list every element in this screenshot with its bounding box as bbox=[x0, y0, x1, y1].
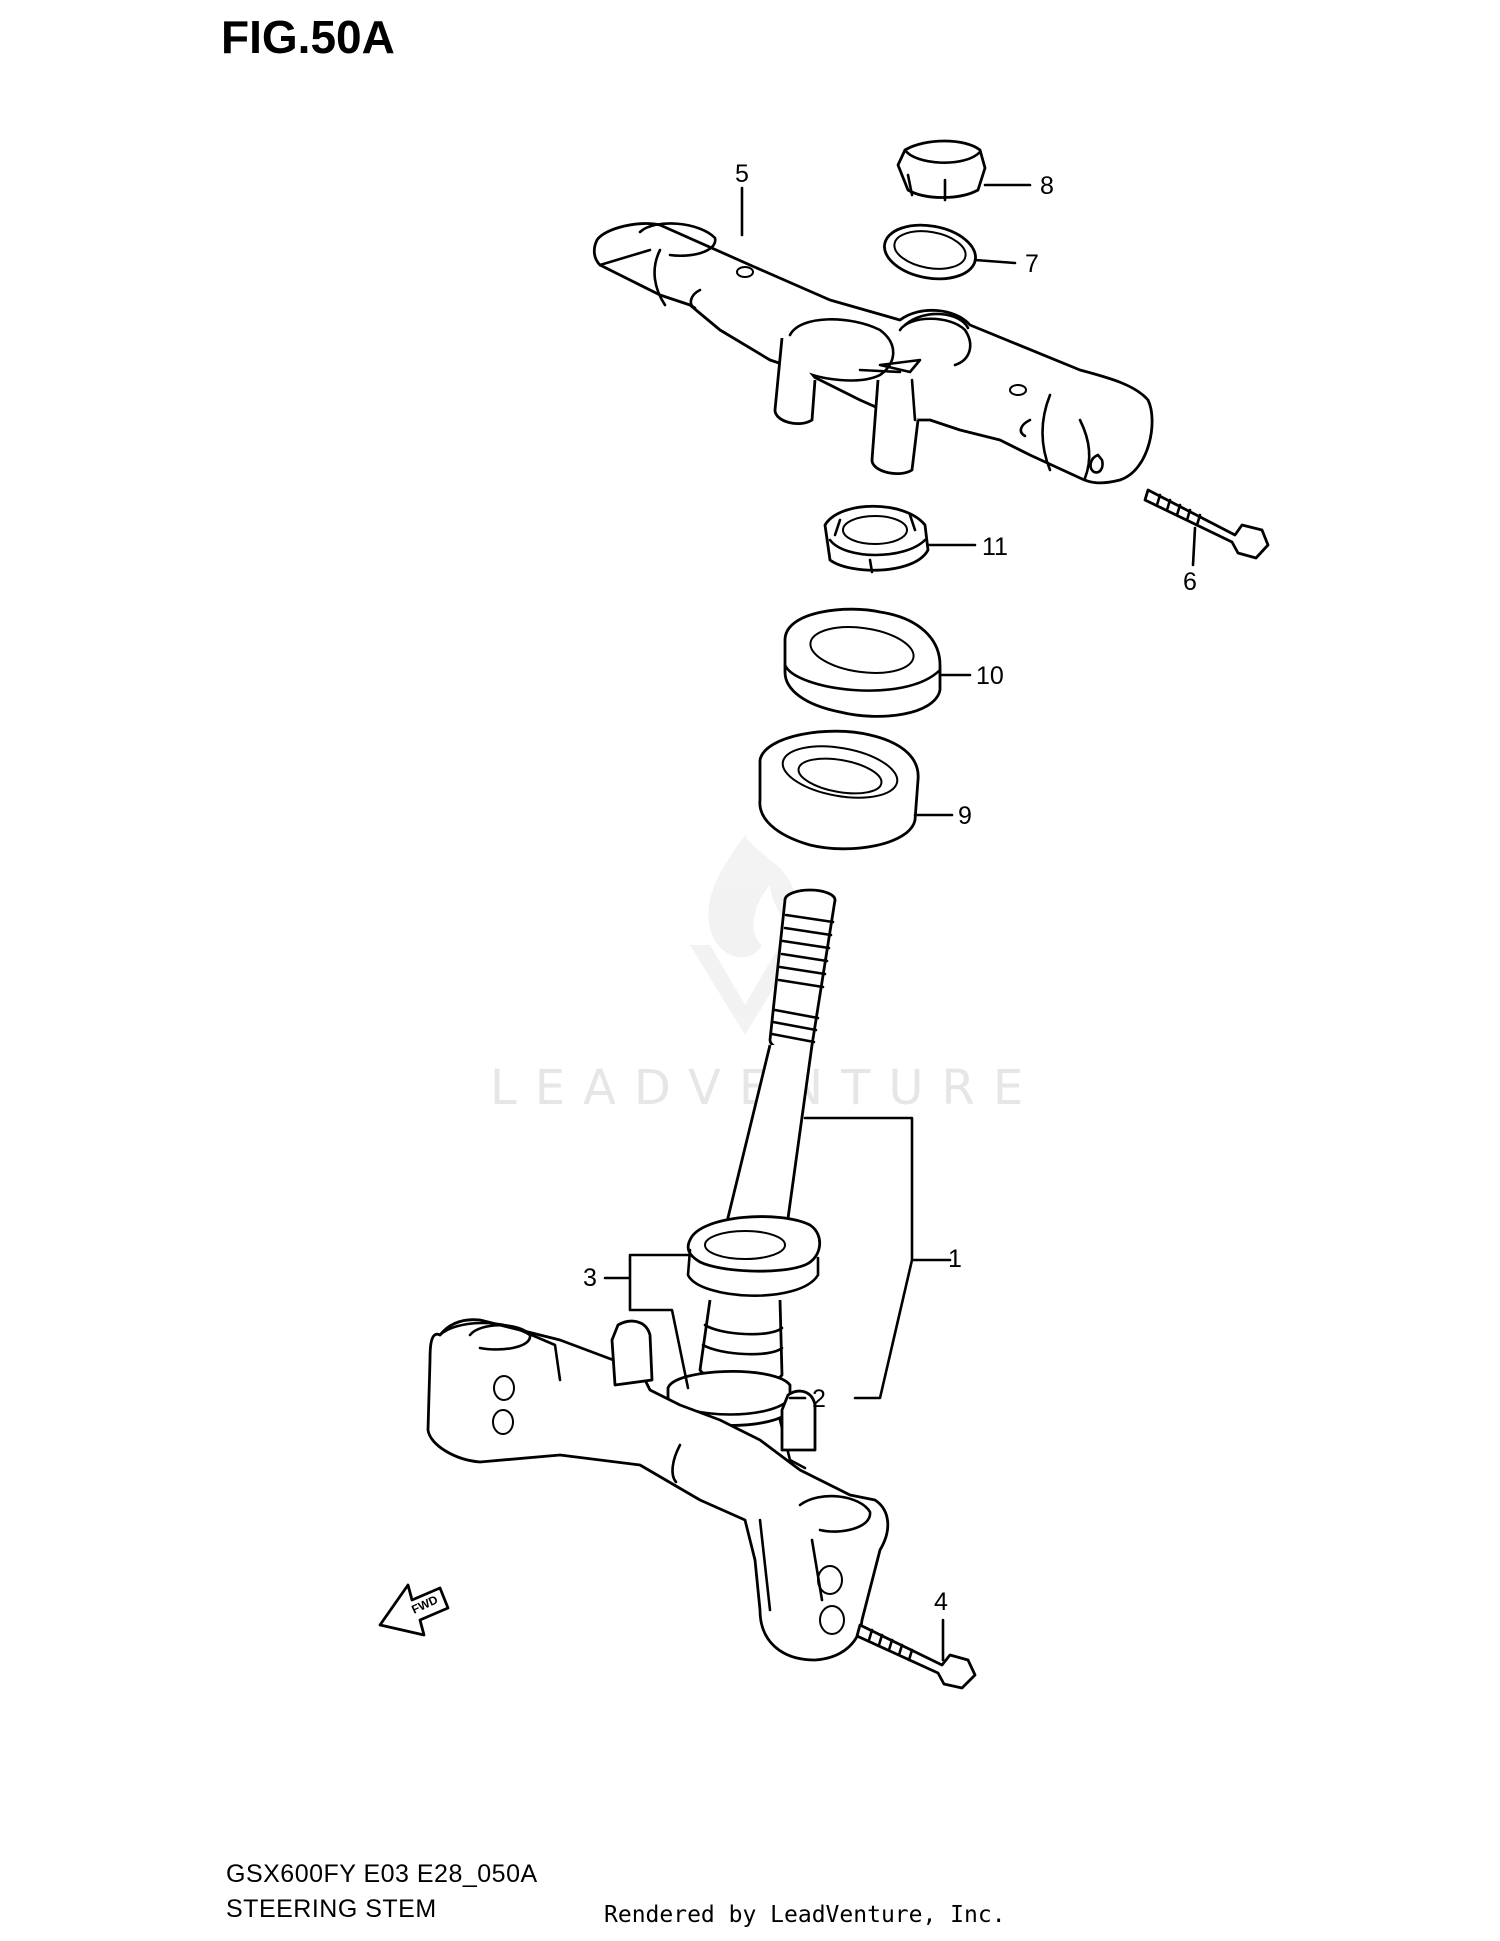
rendered-by-credit: Rendered by LeadVenture, Inc. bbox=[604, 1902, 1006, 1928]
callout-8: 8 bbox=[1040, 172, 1054, 200]
callout-3: 3 bbox=[583, 1264, 597, 1292]
callout-5: 5 bbox=[735, 160, 749, 188]
fwd-arrow: FWD bbox=[378, 1583, 450, 1637]
steering-stem-part-1 bbox=[426, 888, 890, 1662]
bolt-part-4 bbox=[855, 1623, 977, 1690]
bolt-part-6 bbox=[1143, 488, 1270, 560]
figure-code: GSX600FY E03 E28_050A bbox=[226, 1860, 538, 1888]
leader-lines bbox=[603, 183, 1197, 1662]
watermark-logo bbox=[690, 835, 800, 1035]
callout-11: 11 bbox=[982, 533, 1008, 561]
figure-name: STEERING STEM bbox=[226, 1895, 437, 1923]
callout-4: 4 bbox=[934, 1588, 948, 1616]
bearing-part-9 bbox=[758, 729, 920, 851]
callout-10: 10 bbox=[976, 662, 1004, 690]
callout-2: 2 bbox=[812, 1385, 826, 1413]
callout-labels: 5 8 7 11 6 10 9 1 3 2 4 bbox=[583, 160, 1197, 1616]
callout-1: 1 bbox=[948, 1245, 962, 1273]
cap-nut-part-8 bbox=[896, 139, 987, 202]
washer-part-7 bbox=[883, 223, 977, 281]
bearing-ring-part-10 bbox=[783, 607, 942, 718]
upper-bracket-part-5 bbox=[592, 222, 1154, 485]
fig-title: FIG.50A bbox=[221, 11, 395, 63]
callout-7: 7 bbox=[1025, 250, 1039, 278]
slotted-nut-part-11 bbox=[823, 504, 930, 574]
callout-9: 9 bbox=[958, 802, 972, 830]
callout-6: 6 bbox=[1183, 568, 1197, 596]
